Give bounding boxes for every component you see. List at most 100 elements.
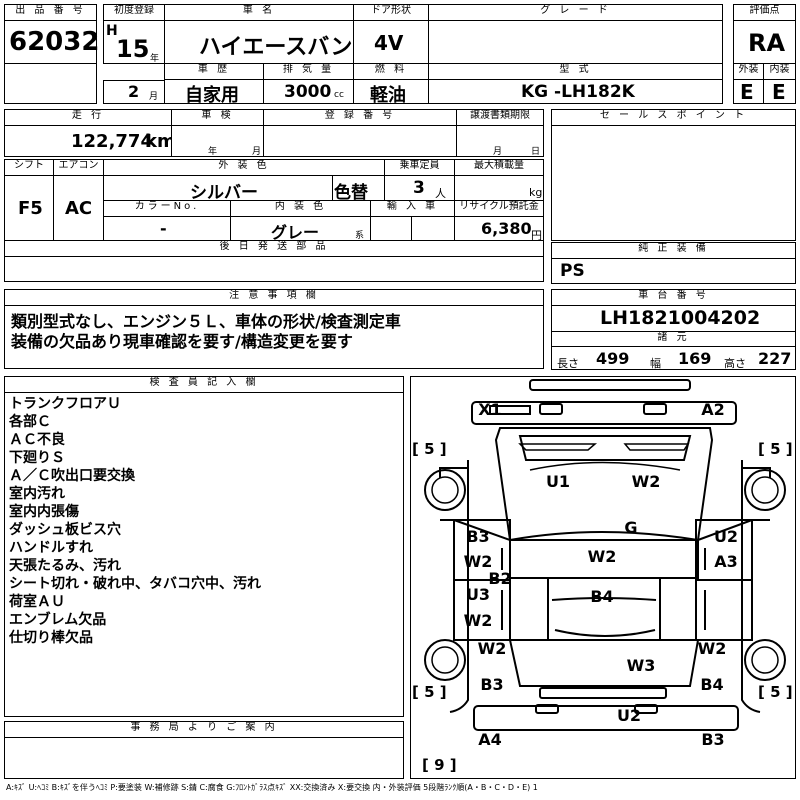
fuel: 軽油 (370, 85, 406, 106)
mark-g: G (624, 518, 637, 537)
damage-diagram: X1 A2 U1 W2 G B3 W2 B2 U3 W2 W2 B3 W2 B4… (410, 376, 796, 779)
displacement-header: 排 気 量 (263, 63, 354, 80)
color-change: 色替 (334, 183, 368, 203)
inspector-header: 検 査 員 記 入 欄 (4, 376, 404, 393)
mark-w2: W2 (588, 547, 617, 566)
office-info-header: 事 務 局 よ り ご 案 内 (4, 721, 404, 738)
car-name-header: 車 名 (164, 4, 354, 21)
inspector-line: 天張たるみ、汚れ (9, 558, 121, 574)
capacity: 3 (413, 178, 425, 198)
inspector-line: トランクフロアＵ (9, 396, 121, 412)
door-header: ドア形状 (353, 4, 429, 21)
mark-u3: U3 (466, 585, 490, 604)
reg-year: 15 (116, 35, 150, 63)
ac-header: エアコン (53, 159, 104, 176)
tire-rear-left: [ 5 ] (412, 683, 447, 701)
mileage: 122,774 (71, 131, 153, 152)
later-parts-cell (4, 256, 544, 282)
mark-u2: U2 (714, 527, 738, 546)
inspection-header: 車 検 (171, 109, 264, 126)
reg-no-header: 登 録 番 号 (263, 109, 457, 126)
first-reg-header: 初度登録 (103, 4, 165, 21)
mark-b4: B4 (590, 587, 613, 606)
color-no-header: カラーNo. (103, 200, 231, 217)
mark-a3: A3 (714, 552, 738, 571)
mark-u1: U1 (546, 472, 570, 491)
spare-tire: [ 9 ] (422, 756, 457, 774)
lot-no-cell: 62032 (4, 20, 100, 64)
mark-w2: W2 (698, 639, 727, 658)
fuel-header: 燃 料 (353, 63, 429, 80)
int-color-header: 内 装 色 (230, 200, 371, 217)
interior-header: 内装 (763, 63, 796, 80)
mark-b4: B4 (700, 675, 723, 694)
grade-cell (428, 20, 723, 64)
height: 227 (758, 349, 792, 368)
mark-w2: W2 (464, 611, 493, 630)
displacement: 3000 (284, 82, 332, 102)
mark-b2: B2 (488, 569, 511, 588)
interior-grade: E (772, 80, 786, 104)
inspector-line: Ａ／Ｃ吹出口要交換 (9, 468, 135, 484)
lot-no: 62032 (9, 27, 100, 57)
exterior-header: 外装 (733, 63, 764, 80)
capacity-header: 乗車定員 (384, 159, 455, 176)
score-header: 評価点 (733, 4, 796, 21)
shift: F5 (18, 198, 43, 219)
mark-w2: W2 (464, 552, 493, 571)
inspector-line: エンブレム欠品 (9, 612, 107, 628)
later-parts-header: 後 日 発 送 部 品 (4, 240, 544, 257)
inspector-line: シート切れ・破れ中、タバコ穴中、汚れ (9, 576, 261, 592)
mark-b3: B3 (480, 675, 503, 694)
car-name: ハイエースバン (199, 35, 353, 60)
sales-points-header: セ ー ル ス ポ イ ン ト (551, 109, 796, 126)
auction-score: RA (748, 29, 786, 57)
mark-w3: W3 (627, 656, 656, 675)
note-line: 装備の欠品あり現車確認を要す/構造変更を要す (11, 332, 353, 351)
inspector-line: 各部Ｃ (9, 414, 51, 430)
dimensions-header: 諸 元 (551, 331, 796, 347)
inspector-line: 荷室ＡＵ (9, 594, 65, 610)
length: 499 (596, 349, 630, 368)
mark-w2: W2 (478, 639, 507, 658)
office-info-cell (4, 737, 404, 779)
inspector-line: ハンドルすれ (9, 540, 93, 556)
era: H (106, 23, 118, 39)
mark-w2: W2 (632, 472, 661, 491)
reg-month: 2 (128, 82, 140, 101)
width: 169 (678, 349, 712, 368)
exterior-grade: E (740, 80, 754, 104)
model-code: KG -LH182K (521, 82, 635, 102)
mark-x1: X1 (478, 400, 501, 419)
int-color: グレー (271, 223, 320, 242)
inspector-line: 下廻りＳ (9, 450, 65, 466)
model-code-header: 型 式 (428, 63, 723, 80)
sales-points-cell (551, 125, 796, 241)
mileage-header: 走 行 (4, 109, 172, 126)
legend: A:ｷｽﾞ U:ﾍｺﾐ B:ｷｽﾞを伴うﾍｺﾐ P:要塗装 W:補修跡 S:錆 … (6, 783, 538, 792)
mark-a2: A2 (701, 400, 725, 419)
inspector-line: 室内内張傷 (9, 504, 79, 520)
inspector-line: 仕切り棒欠品 (9, 630, 93, 646)
ac: AC (65, 198, 93, 219)
notes-header: 注 意 事 項 欄 (4, 289, 544, 306)
ext-color: シルバー (190, 183, 258, 203)
notes-cell: 類別型式なし、エンジン５Ｌ、車体の形状/検査測定車 装備の欠品あり現車確認を要す… (4, 305, 544, 369)
inspector-line: ダッシュ板ビス穴 (9, 522, 121, 538)
transfer-header: 譲渡書類期限 (456, 109, 544, 126)
inspector-line: ＡＣ不良 (9, 432, 65, 448)
ext-color-header: 外 装 色 (103, 159, 385, 176)
chassis-no: LH1821004202 (600, 307, 761, 329)
shift-header: シフト (4, 159, 54, 176)
max-load-header: 最大積載量 (454, 159, 544, 176)
grade-header: グ レ ー ド (428, 4, 723, 21)
chassis-header: 車 台 番 号 (551, 289, 796, 306)
door-type: 4V (374, 31, 404, 55)
history: 自家用 (185, 85, 239, 106)
mark-u2: U2 (617, 706, 641, 725)
recycle-header: リサイクル預託金 (454, 200, 544, 217)
first-reg-cell: H 15 年 (103, 20, 165, 64)
tire-front-left: [ 5 ] (412, 440, 447, 458)
mark-a4: A4 (478, 730, 502, 749)
inspector-line: 室内汚れ (9, 486, 65, 502)
